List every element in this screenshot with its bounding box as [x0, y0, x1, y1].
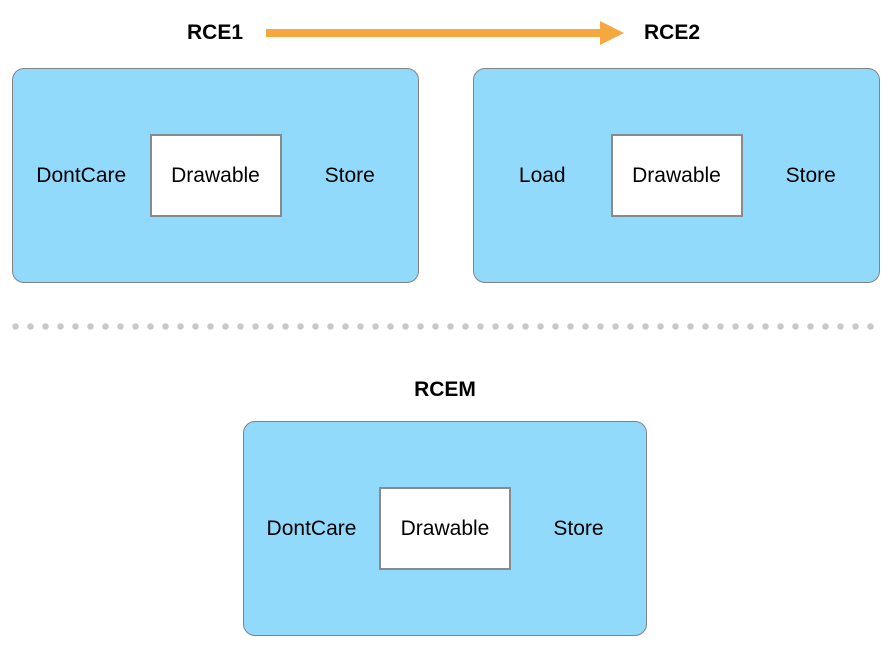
rcem-store-action-label: Store [553, 516, 604, 540]
rce1-load-action-label: DontCare [36, 163, 127, 187]
rce2-store-action-label: Store [785, 163, 836, 187]
rce2-pass-box: Load Drawable Store [473, 68, 880, 283]
arrow-body [266, 29, 602, 37]
rce2-drawable-label: Drawable [632, 163, 721, 187]
rce1-drawable-box: Drawable [149, 134, 282, 217]
rcem-drawable-label: Drawable [400, 516, 490, 540]
rcem-load-action-label: DontCare [266, 516, 357, 540]
right-arrow-icon [600, 21, 624, 45]
dotted-divider [8, 322, 880, 331]
rce1-store-action-label: Store [324, 163, 375, 187]
rcem-pass-box: DontCare Drawable Store [243, 421, 647, 636]
rcem-label: RCEM [414, 378, 476, 401]
rcem-drawable-box: Drawable [379, 487, 511, 570]
rce2-drawable-box: Drawable [610, 134, 743, 217]
rce1-drawable-label: Drawable [171, 163, 260, 187]
rce2-load-action-label: Load [518, 163, 566, 187]
rce2-label: RCE2 [644, 21, 701, 44]
rce1-label: RCE1 [187, 21, 244, 44]
rce1-pass-box: DontCare Drawable Store [12, 68, 419, 283]
